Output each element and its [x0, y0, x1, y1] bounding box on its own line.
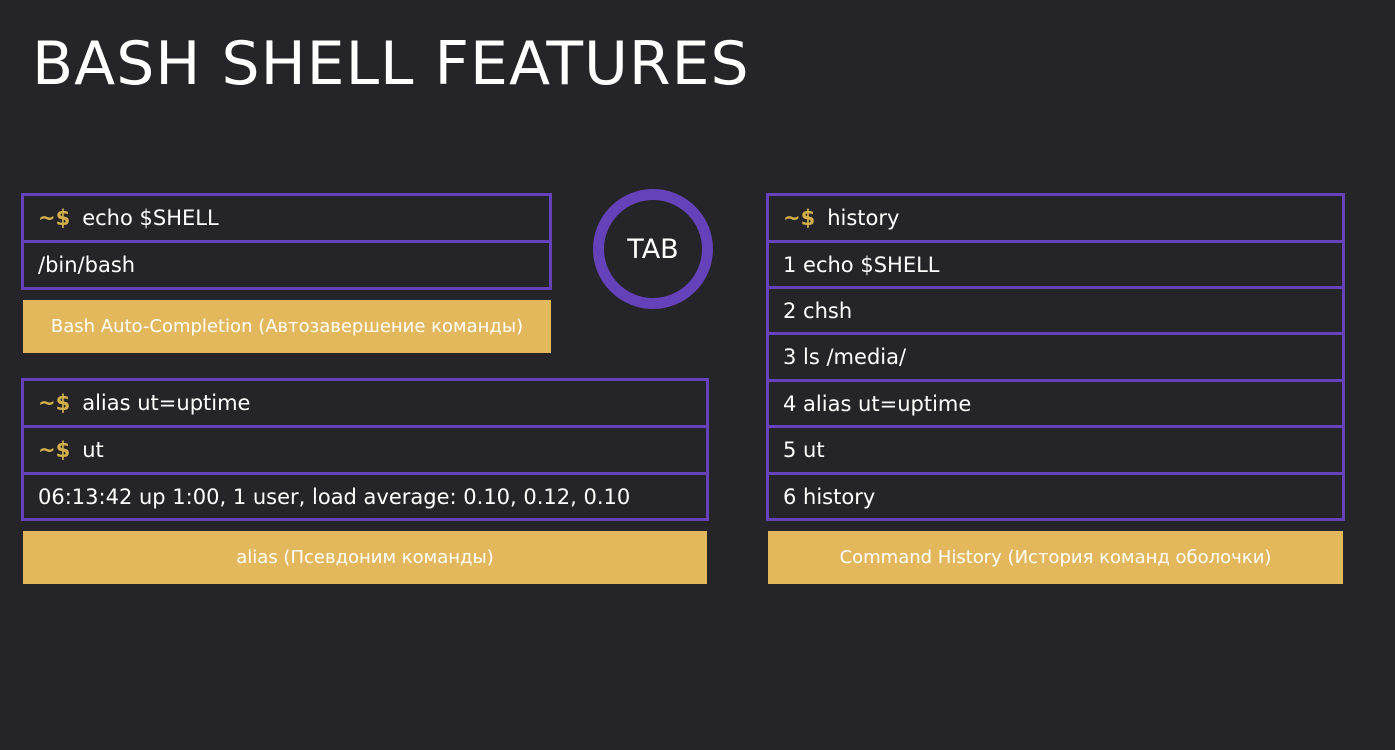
echo-command-row: ~$ echo $SHELL [21, 193, 552, 243]
prompt-symbol: ~$ [38, 391, 71, 415]
tab-key-label: TAB [627, 233, 679, 265]
history-entry: 5 ut [766, 425, 1345, 475]
echo-output-row: /bin/bash [21, 240, 552, 290]
uptime-output-row: 06:13:42 up 1:00, 1 user, load average: … [21, 472, 709, 521]
alias-command-text: alias ut=uptime [82, 391, 251, 415]
prompt-symbol: ~$ [38, 206, 71, 230]
history-command-text: history [827, 206, 900, 230]
ut-command-row: ~$ ut [21, 425, 709, 475]
tab-key-circle: TAB [593, 189, 713, 309]
history-entry: 2 chsh [766, 286, 1345, 336]
ut-command-text: ut [82, 438, 104, 462]
command-history-caption: Command History (История команд оболочки… [768, 531, 1343, 584]
history-entry-text: 6 history [783, 484, 876, 509]
auto-completion-caption-text: Bash Auto-Completion (Автозавершение ком… [50, 316, 524, 337]
history-entry-text: 4 alias ut=uptime [783, 392, 972, 416]
alias-caption-text: alias (Псевдоним команды) [236, 547, 494, 568]
prompt-symbol: ~$ [783, 206, 816, 230]
alias-caption: alias (Псевдоним команды) [23, 531, 707, 584]
echo-command-text: echo $SHELL [82, 206, 219, 230]
history-entry: 6 history [766, 472, 1345, 521]
uptime-output-text: 06:13:42 up 1:00, 1 user, load average: … [38, 484, 631, 509]
prompt-symbol: ~$ [38, 438, 71, 462]
history-entry-text: 2 chsh [783, 299, 853, 323]
history-entry: 1 echo $SHELL [766, 240, 1345, 290]
alias-command-row: ~$ alias ut=uptime [21, 378, 709, 428]
history-command-row: ~$ history [766, 193, 1345, 243]
auto-completion-caption: Bash Auto-Completion (Автозавершение ком… [23, 300, 551, 353]
history-entry-text: 3 ls /media/ [783, 345, 907, 369]
command-history-caption-text: Command History (История команд оболочки… [839, 547, 1272, 568]
echo-output-text: /bin/bash [38, 253, 136, 277]
history-entry-text: 1 echo $SHELL [783, 253, 940, 277]
slide-title: BASH SHELL FEATURES [32, 29, 750, 99]
history-entry-text: 5 ut [783, 438, 825, 462]
history-entry: 4 alias ut=uptime [766, 379, 1345, 429]
history-entry: 3 ls /media/ [766, 332, 1345, 382]
